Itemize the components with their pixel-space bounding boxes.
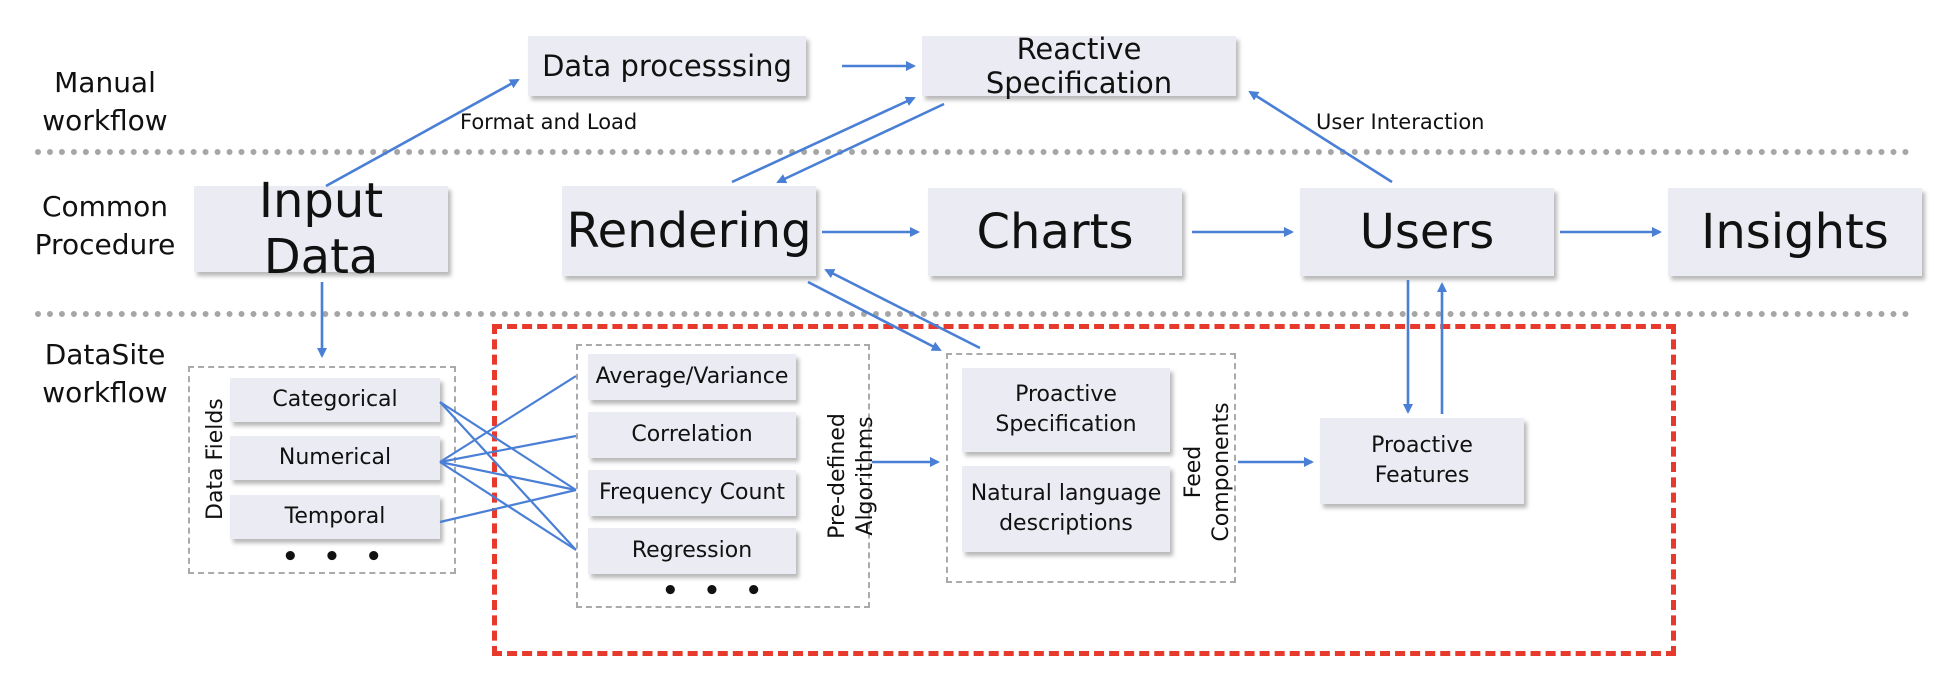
row-label-datasite: DataSite workflow (42, 338, 168, 409)
edge-users-to-reactive (1248, 90, 1393, 184)
row-label-manual: Manual workflow (42, 66, 168, 137)
user-interaction-label: User Interaction (1316, 110, 1485, 134)
separator-top (35, 149, 1910, 155)
edge-reactive-to-rendering (776, 102, 945, 184)
field-numerical: Numerical (230, 436, 440, 480)
algo-frequency-count: Frequency Count (588, 470, 796, 516)
link-numerical-frequency (439, 460, 577, 492)
link-categorical-frequency (439, 401, 577, 491)
algorithms-more: • • • (662, 576, 770, 606)
algo-regression: Regression (588, 528, 796, 574)
insights-node: Insights (1668, 188, 1922, 276)
edge-input-to-processing (325, 78, 520, 188)
edge-feed-to-rendering (824, 268, 981, 350)
feed-components-group (946, 353, 1236, 583)
row-label-common: Common Procedure (34, 190, 176, 261)
natural-language-descriptions-node: Natural language descriptions (962, 466, 1170, 552)
data-fields-group (188, 366, 456, 574)
algo-average-variance: Average/Variance (588, 354, 796, 400)
separator-bottom (35, 311, 1910, 317)
algo-correlation: Correlation (588, 412, 796, 458)
data-processing-node: Data processsing (528, 36, 806, 96)
field-categorical: Categorical (230, 378, 440, 422)
edge-rendering-to-feed (807, 280, 942, 352)
proactive-specification-node: Proactive Specification (962, 368, 1170, 452)
link-temporal-frequency (439, 488, 577, 524)
reactive-specification-node: Reactive Specification (922, 32, 1236, 100)
charts-node: Charts (928, 188, 1182, 276)
algorithms-group (576, 344, 870, 608)
edge-rendering-to-reactive (731, 96, 916, 184)
field-temporal: Temporal (230, 495, 440, 539)
datasite-highlight-region (492, 324, 1676, 656)
users-node: Users (1300, 188, 1554, 276)
proactive-features-node: Proactive Features (1320, 418, 1524, 504)
rendering-node: Rendering (562, 186, 816, 276)
data-fields-more: • • • (282, 542, 390, 572)
link-numerical-average (439, 375, 577, 463)
format-and-load-label: Format and Load (460, 110, 638, 134)
link-numerical-correlation (439, 434, 577, 464)
